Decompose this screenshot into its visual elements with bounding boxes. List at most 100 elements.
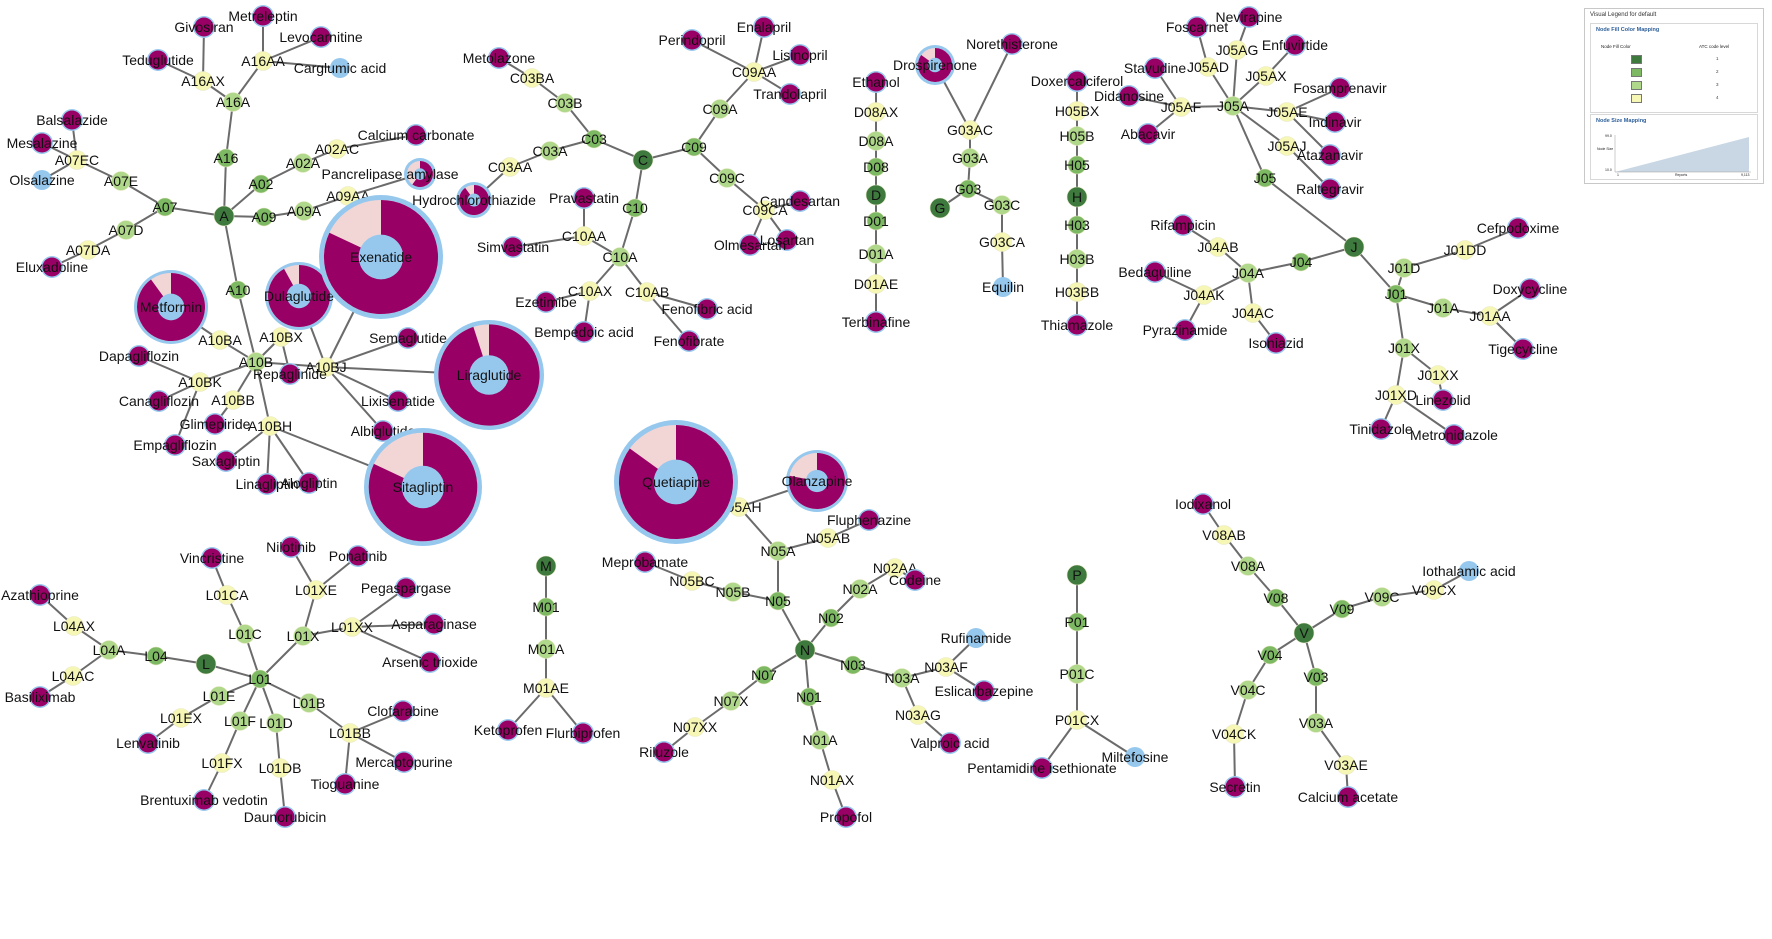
atc-node-n01a[interactable]: N01A: [802, 730, 838, 750]
drug-node-daunorubicin[interactable]: Daunorubicin: [244, 806, 327, 828]
drug-node-canagliflozin[interactable]: Canagliflozin: [119, 390, 199, 412]
drug-node-doxycycline[interactable]: Doxycycline: [1493, 278, 1568, 300]
drug-node-pravastatin[interactable]: Pravastatin: [549, 187, 619, 209]
atc-node-j04[interactable]: J04: [1290, 252, 1313, 272]
atc-node-l04[interactable]: L04: [144, 646, 168, 666]
atc-node-p[interactable]: P: [1066, 564, 1088, 586]
drug-node-thiamazole[interactable]: Thiamazole: [1041, 314, 1114, 336]
atc-node-v09cx[interactable]: V09CX: [1412, 580, 1457, 600]
drug-node-fluphenazine[interactable]: Fluphenazine: [827, 509, 911, 531]
drug-node-raltegravir[interactable]: Raltegravir: [1296, 178, 1364, 200]
atc-node-v08[interactable]: V08: [1264, 588, 1289, 608]
atc-node-n03af[interactable]: N03AF: [924, 657, 968, 677]
atc-node-l01[interactable]: L01: [248, 669, 272, 689]
atc-node-v03[interactable]: V03: [1304, 667, 1329, 687]
drug-node-balsalazide[interactable]: Balsalazide: [36, 109, 108, 131]
atc-node-l01ca[interactable]: L01CA: [206, 585, 249, 605]
drug-node-liraglutide[interactable]: Liraglutide: [434, 320, 544, 430]
atc-node-p01c[interactable]: P01C: [1059, 664, 1095, 684]
atc-node-j01xd[interactable]: J01XD: [1375, 385, 1417, 405]
drug-node-glimepiride[interactable]: Glimepiride: [180, 413, 251, 435]
atc-node-l01c[interactable]: L01C: [228, 624, 262, 644]
atc-node-n01ax[interactable]: N01AX: [810, 770, 855, 790]
atc-node-a[interactable]: A: [213, 205, 235, 227]
drug-node-clofarabine[interactable]: Clofarabine: [367, 700, 439, 722]
drug-node-hydrochlorothiazide[interactable]: Hydrochlorothiazide: [412, 182, 536, 218]
atc-node-l01fx[interactable]: L01FX: [201, 753, 243, 773]
drug-node-flurbiprofen[interactable]: Flurbiprofen: [546, 722, 621, 744]
atc-node-j01xx[interactable]: J01XX: [1417, 365, 1459, 385]
drug-node-levocarnitine[interactable]: Levocarnitine: [279, 26, 363, 48]
drug-node-dapagliflozin[interactable]: Dapagliflozin: [99, 345, 179, 367]
atc-node-l04ax[interactable]: L04AX: [53, 616, 96, 636]
drug-node-empagliflozin[interactable]: Empagliflozin: [133, 434, 217, 456]
atc-node-l01xe[interactable]: L01XE: [295, 580, 337, 600]
drug-node-eluxadoline[interactable]: Eluxadoline: [16, 256, 89, 278]
drug-node-riluzole[interactable]: Riluzole: [639, 741, 689, 763]
drug-node-bedaquiline[interactable]: Bedaquiline: [1118, 261, 1192, 283]
drug-node-isoniazid[interactable]: Isoniazid: [1248, 332, 1304, 354]
drug-node-linagliptin[interactable]: Linagliptin: [235, 473, 299, 495]
atc-node-d01a[interactable]: D01A: [858, 244, 894, 264]
drug-node-foscarnet[interactable]: Foscarnet: [1166, 16, 1228, 38]
drug-node-azathioprine[interactable]: Azathioprine: [1, 584, 79, 606]
atc-node-p01[interactable]: P01: [1065, 612, 1090, 632]
drug-node-fosamprenavir[interactable]: Fosamprenavir: [1293, 77, 1387, 99]
atc-node-v[interactable]: V: [1293, 622, 1315, 644]
drug-node-mesalazine[interactable]: Mesalazine: [7, 132, 78, 154]
drug-node-miltefosine[interactable]: Miltefosine: [1102, 747, 1169, 767]
atc-node-l01db[interactable]: L01DB: [259, 758, 302, 778]
drug-node-ethanol[interactable]: Ethanol: [852, 71, 900, 93]
atc-node-c10ax[interactable]: C10AX: [568, 281, 613, 301]
atc-node-m[interactable]: M: [535, 555, 557, 577]
drug-node-iothalamic-acid[interactable]: Iothalamic acid: [1422, 561, 1516, 581]
drug-node-vincristine[interactable]: Vincristine: [180, 547, 245, 569]
atc-node-a16[interactable]: A16: [214, 148, 239, 168]
drug-node-metolazone[interactable]: Metolazone: [463, 47, 536, 69]
drug-node-tioguanine[interactable]: Tioguanine: [311, 773, 380, 795]
drug-node-tigecycline[interactable]: Tigecycline: [1488, 338, 1558, 360]
atc-node-d08[interactable]: D08: [863, 157, 889, 177]
atc-node-l[interactable]: L: [195, 653, 217, 675]
atc-node-g03ac[interactable]: G03AC: [947, 120, 993, 140]
drug-node-ezetimibe[interactable]: Ezetimibe: [515, 291, 577, 313]
atc-node-h03bb[interactable]: H03BB: [1055, 282, 1099, 302]
drug-node-abacavir[interactable]: Abacavir: [1121, 123, 1176, 145]
drug-node-brentuximab-vedotin[interactable]: Brentuximab vedotin: [140, 789, 268, 811]
atc-node-j05ag[interactable]: J05AG: [1216, 40, 1259, 60]
atc-node-c03[interactable]: C03: [581, 129, 607, 149]
atc-node-n03ag[interactable]: N03AG: [895, 705, 941, 725]
drug-node-nevirapine[interactable]: Nevirapine: [1216, 6, 1283, 28]
atc-node-n01[interactable]: N01: [796, 687, 822, 707]
atc-node-j01aa[interactable]: J01AA: [1469, 306, 1511, 326]
drug-node-iodixanol[interactable]: Iodixanol: [1175, 493, 1231, 515]
drug-node-metreleptin[interactable]: Metreleptin: [228, 5, 298, 27]
drug-node-carglumic-acid[interactable]: Carglumic acid: [294, 58, 387, 78]
drug-node-sitagliptin[interactable]: Sitagliptin: [364, 428, 482, 546]
drug-node-olanzapine[interactable]: Olanzapine: [782, 450, 853, 512]
drug-node-secretin[interactable]: Secretin: [1209, 776, 1261, 798]
atc-node-c10aa[interactable]: C10AA: [562, 226, 607, 246]
drug-node-exenatide[interactable]: Exenatide: [319, 195, 443, 319]
atc-node-c09[interactable]: C09: [681, 137, 707, 157]
atc-node-j05ad[interactable]: J05AD: [1187, 57, 1229, 77]
atc-node-d01[interactable]: D01: [863, 211, 889, 231]
drug-node-perindopril[interactable]: Perindopril: [659, 29, 726, 51]
drug-node-didanosine[interactable]: Didanosine: [1094, 85, 1164, 107]
atc-node-n[interactable]: N: [794, 639, 816, 661]
atc-node-c09a[interactable]: C09A: [702, 99, 738, 119]
drug-node-valproic-acid[interactable]: Valproic acid: [910, 732, 990, 754]
atc-node-a16a[interactable]: A16A: [216, 92, 251, 112]
drug-node-doxercalciferol[interactable]: Doxercalciferol: [1031, 70, 1124, 92]
drug-node-propofol[interactable]: Propofol: [820, 806, 872, 828]
atc-node-j04ac[interactable]: J04AC: [1232, 303, 1274, 323]
atc-node-v09c[interactable]: V09C: [1364, 587, 1400, 607]
drug-node-bempedoic-acid[interactable]: Bempedoic acid: [534, 321, 634, 343]
atc-node-g03ca[interactable]: G03CA: [979, 232, 1026, 252]
drug-node-fenofibric-acid[interactable]: Fenofibric acid: [661, 298, 753, 320]
atc-node-n02[interactable]: N02: [818, 608, 844, 628]
atc-node-h05bx[interactable]: H05BX: [1055, 101, 1100, 121]
atc-node-l01x[interactable]: L01X: [287, 626, 320, 646]
drug-node-givosiran[interactable]: Givosiran: [174, 16, 234, 38]
atc-node-j04ab[interactable]: J04AB: [1197, 237, 1239, 257]
